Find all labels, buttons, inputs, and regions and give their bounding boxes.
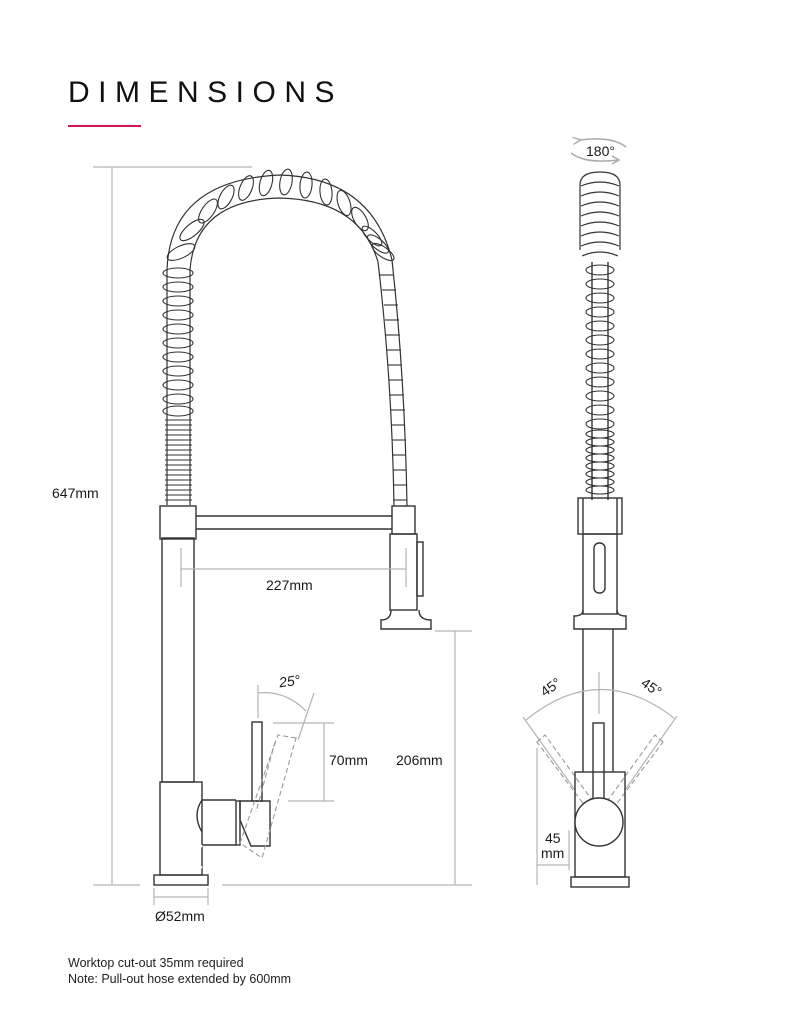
lever-housing [239,800,271,847]
spray-holder-top [391,505,416,535]
spout-clearance-label: 206mm [396,752,443,768]
side-collar [577,497,623,535]
hose-right-outer [391,259,408,507]
tap-base-plate [153,874,209,886]
tap-body-column [161,537,195,783]
total-height-label: 647mm [52,485,99,501]
page-title: DIMENSIONS [68,76,344,109]
lever-height-label: 70mm [329,752,368,768]
base-diameter-label: Ø52mm [155,908,205,924]
coil-rings-tight [165,419,192,501]
hose-right-inner [377,261,395,507]
note-hose: Note: Pull-out hose extended by 600mm [68,972,292,986]
clearance-dimension-line [435,630,472,885]
title-underline [68,125,141,127]
notes: Worktop cut-out 35mm required Note: Pull… [68,955,291,987]
side-view [522,139,678,888]
lever-rotated-ghost [239,734,297,859]
spout-reach-label: 227mm [266,577,313,593]
spray-nozzle [380,609,432,630]
tap-collar [159,505,197,540]
lever-offset-value: 45 [545,830,561,846]
side-slot [593,542,606,594]
side-lever [592,722,605,804]
side-spray-body [582,533,618,615]
coil-rings-loose [162,267,194,417]
side-coils [585,264,615,495]
spray-head-rings [579,171,621,257]
lever-handle [251,721,263,802]
height-dimension-line [93,166,252,886]
side-lever-ghosts [536,734,664,807]
rotation-label: 180° [586,143,615,159]
front-view [93,166,472,905]
tap-base-body [159,781,203,876]
lever-offset-unit: mm [541,845,565,861]
spray-button [416,541,424,597]
side-base-plate [570,876,630,888]
side-lever-knob [574,797,624,847]
hose-arch-outer [166,174,393,271]
hose-arch-inner [189,197,379,271]
rotation-arrows [570,139,627,165]
spray-head [389,533,418,611]
lever-angle-label: 25° [277,671,302,691]
arch-coils [166,168,395,262]
note-cutout: Worktop cut-out 35mm required [68,956,244,970]
hose-segments [380,274,407,501]
